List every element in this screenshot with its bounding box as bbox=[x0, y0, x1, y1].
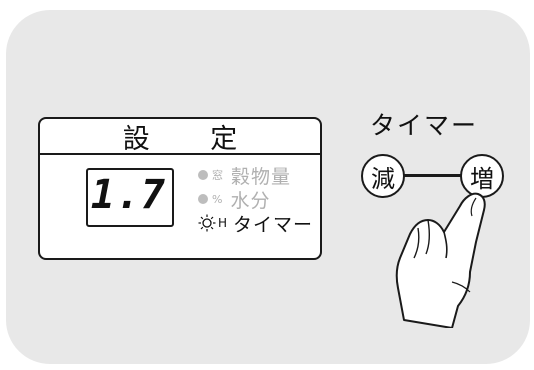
pointing-hand-icon bbox=[395, 192, 486, 328]
indicator-tag: H bbox=[218, 216, 228, 230]
button-connector bbox=[404, 174, 461, 177]
indicator-label: タイマー bbox=[233, 213, 314, 236]
indicator-label: 穀物量 bbox=[231, 165, 292, 188]
lit-lamp-icon bbox=[198, 214, 216, 232]
timer-control-title: タイマー bbox=[370, 111, 479, 140]
indicator-dot bbox=[198, 170, 208, 180]
settings-display: 設 定 1.7 窓 穀物量 % 水分 bbox=[38, 117, 322, 260]
lcd-screen: 1.7 bbox=[86, 168, 174, 227]
indicator-timer: H タイマー bbox=[198, 211, 314, 236]
display-title: 設 定 bbox=[122, 123, 264, 155]
indicator-label: 水分 bbox=[230, 189, 271, 212]
indicator-list: 窓 穀物量 % 水分 H タ bbox=[198, 163, 314, 236]
lcd-value: 1.7 bbox=[90, 172, 166, 218]
indicator-tag: % bbox=[212, 192, 223, 206]
decrease-button[interactable]: 減 bbox=[361, 154, 405, 198]
display-header: 設 定 bbox=[40, 119, 320, 155]
indicator-grain-amount: 窓 穀物量 bbox=[198, 163, 313, 188]
indicator-dot bbox=[198, 194, 208, 204]
indicator-moisture: % 水分 bbox=[198, 187, 313, 212]
increase-label: 増 bbox=[470, 164, 494, 193]
decrease-label: 減 bbox=[371, 164, 395, 193]
indicator-tag: 窓 bbox=[212, 169, 223, 182]
